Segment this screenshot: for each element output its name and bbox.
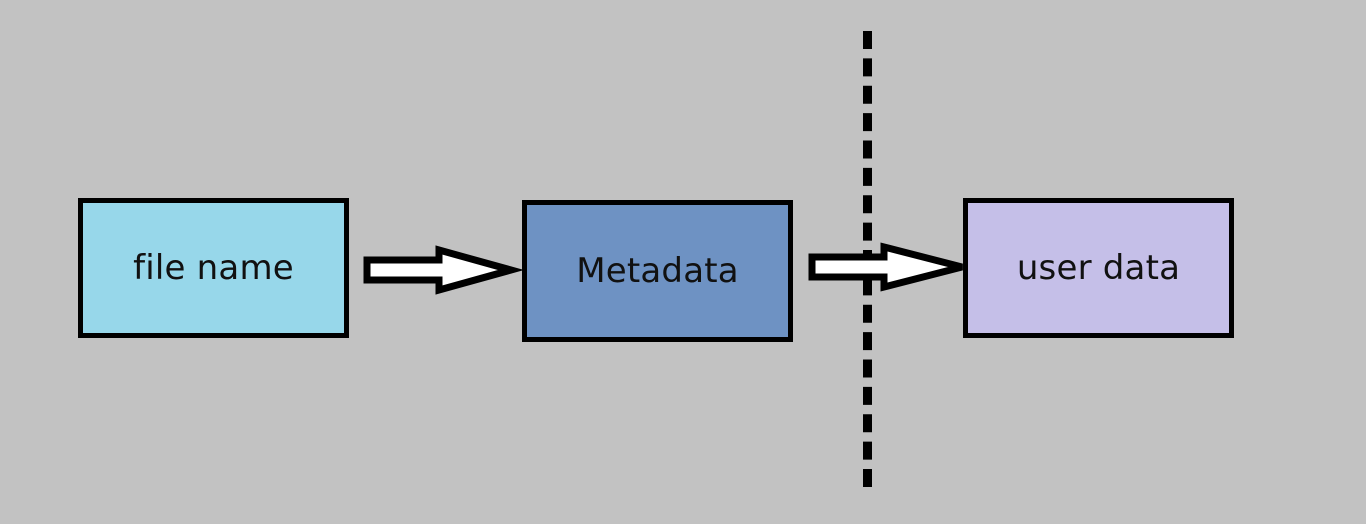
arrow-file-name-to-metadata xyxy=(363,245,525,296)
node-metadata-label: Metadata xyxy=(576,251,739,291)
arrow-file-name-to-metadata-shape xyxy=(363,245,525,295)
node-file-name[interactable]: file name xyxy=(78,198,349,338)
node-user-data[interactable]: user data xyxy=(963,198,1234,338)
arrow-metadata-to-user-data xyxy=(808,242,966,293)
node-metadata[interactable]: Metadata xyxy=(522,200,793,342)
node-user-data-label: user data xyxy=(1016,248,1181,288)
node-file-name-label: file name xyxy=(133,248,294,288)
arrow-metadata-to-user-data-shape xyxy=(808,242,963,292)
